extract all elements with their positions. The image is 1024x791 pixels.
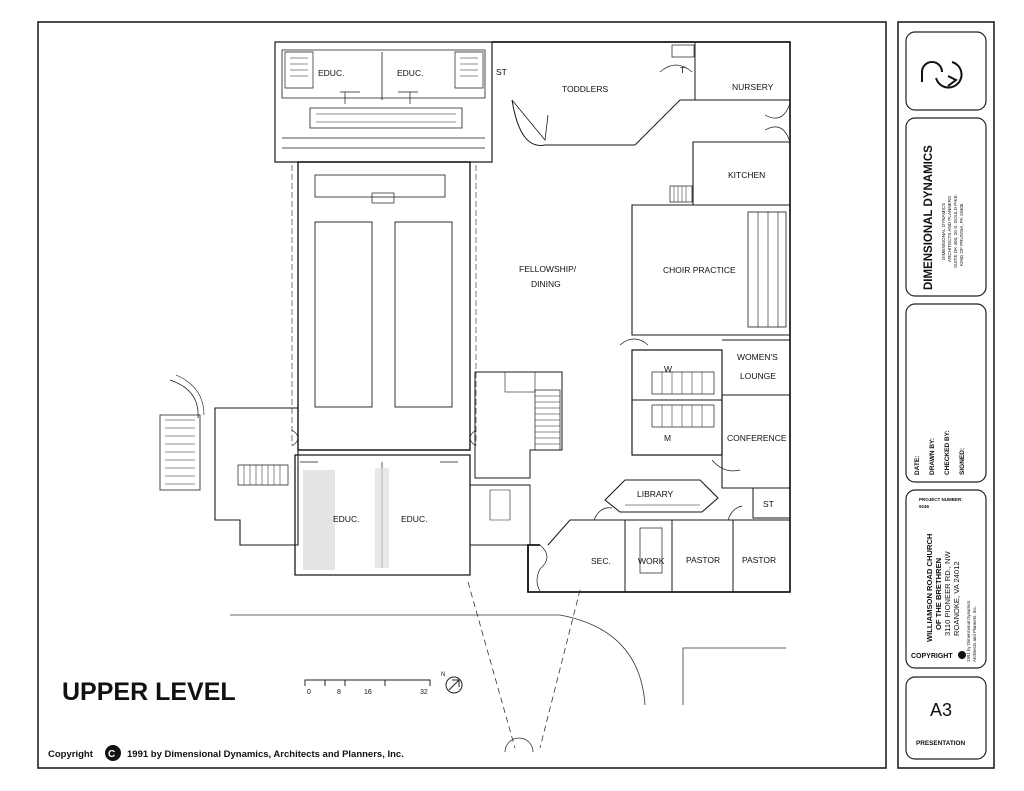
room-educ-top-right: EDUC. [397,68,423,78]
room-educ-bottom-left: EDUC. [333,514,359,524]
logo-box [905,31,987,111]
room-library: LIBRARY [637,489,674,499]
sheet-number: A3 [930,700,952,720]
copyright-word: Copyright [48,749,94,760]
date-label: DATE: [914,456,921,475]
room-educ-bottom-right: EDUC. [401,514,427,524]
graphic-scale: 0 8 16 32 [304,679,431,696]
drawn-label: DRAWN BY: [929,438,936,475]
floor-plan [159,41,791,593]
bottom-wing-outline [294,454,471,576]
copyright-small-2: Architects and Planners, Inc. [972,606,977,662]
copyright-symbol-icon: C [105,745,121,761]
sheet-box [905,676,987,760]
scale-label-16: 16 [364,689,372,696]
room-lounge: LOUNGE [740,371,776,381]
room-st-right: ST [763,499,774,509]
room-kitchen: KITCHEN [728,170,765,180]
drawing-border [37,21,887,769]
room-choir-practice: CHOIR PRACTICE [663,265,736,275]
level-title: UPPER LEVEL [62,678,236,706]
project-number-label: PROJECT NUMBER: [919,497,963,502]
east-building-outline [492,41,791,593]
room-st-top: ST [496,67,507,77]
room-educ-top-left: EDUC. [318,68,344,78]
room-toddlers: TODDLERS [562,84,608,94]
firm-name: DIMENSIONAL DYNAMICS [923,145,935,290]
project-number: 9246 [919,504,930,509]
nave-outline [297,161,471,451]
room-dining: DINING [531,279,561,289]
room-w: W [664,364,672,374]
pew-block-left [314,221,373,408]
scale-label-32: 32 [420,689,428,696]
firm-sub-4: KING OF PRUSSIA, PA 19406 [959,203,964,266]
client-line-1: WILLIAMSON ROAD CHURCH [925,534,934,642]
top-wing-outline [274,41,493,163]
svg-text:C: C [108,749,115,760]
pew-block-right [394,221,453,408]
room-fellowship: FELLOWSHIP/ [519,264,577,274]
client-line-3: 3110 PIONEER RD., NW [943,550,952,636]
top-wing-inner [281,49,486,99]
room-labels: EDUC. EDUC. ST TODDLERS T NURSERY KITCHE… [318,65,787,566]
north-label: N [441,672,445,678]
firm-box [905,117,987,297]
room-sec: SEC. [591,556,611,566]
site-lines [230,581,786,753]
left-vestibule [214,407,299,546]
room-womens: WOMEN'S [737,352,778,362]
room-m: M [664,433,671,443]
library-outline [604,479,719,513]
copyright-label: COPYRIGHT [911,653,953,660]
client-line-4: ROANOKE, VA 24012 [952,561,961,636]
north-arrow-icon: N [441,672,463,694]
copyright-dot-icon [958,651,966,659]
scale-label-0: 0 [307,689,311,696]
firm-logo-icon [921,61,963,89]
checked-label: CHECKED BY: [944,430,951,475]
firm-sub-3: SUITE DK 400, 20 S. GOULD PIKE [953,195,958,268]
copyright-small-1: 1991 by Dimensional Dynamics [966,600,971,662]
room-pastor-2: PASTOR [742,555,776,565]
room-conference: CONFERENCE [727,433,787,443]
room-work: WORK [638,556,665,566]
title-block-border [897,21,995,769]
firm-sub-2: ARCHITECTS AND PLANNERS [947,196,952,262]
title-block: DIMENSIONAL DYNAMICS DIMENSIONAL DYNAMIC… [905,31,987,760]
firm-sub-1: DIMENSIONAL DYNAMICS [941,203,946,260]
client-line-2: OF THE BRETHREN [934,558,943,630]
room-t: T [680,65,685,75]
scale-label-8: 8 [337,689,341,696]
client-box [905,489,987,669]
room-nursery: NURSERY [732,82,774,92]
room-pastor-1: PASTOR [686,555,720,565]
signed-label: SIGNED: [959,448,966,475]
copyright-text: 1991 by Dimensional Dynamics, Architects… [127,749,404,760]
signoff-box [905,303,987,483]
sheet-type: PRESENTATION [916,740,965,747]
